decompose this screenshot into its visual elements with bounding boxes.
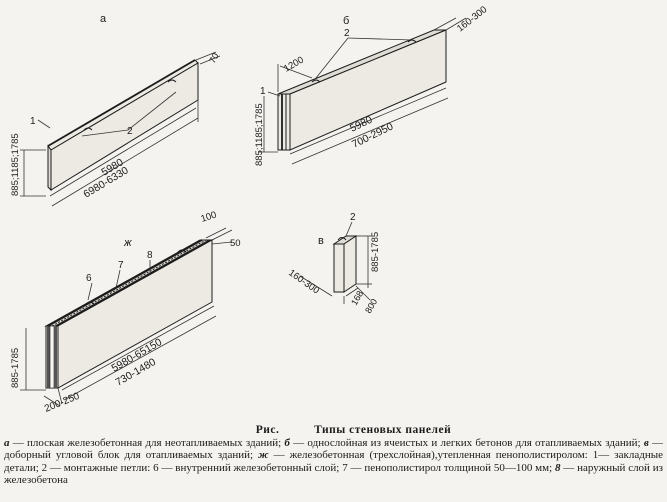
panel-zh-leader-6: 6	[86, 273, 92, 284]
panel-b-letter: б	[343, 15, 349, 27]
panel-zh-dim-50: 50	[230, 238, 241, 249]
panel-a-end	[47, 144, 52, 192]
panel-a-loop-left	[83, 127, 93, 131]
panel-zh-loop-right	[177, 249, 187, 253]
panel-a-leader-2: 2	[127, 126, 133, 137]
caption-title-text: Типы стеновых панелей	[314, 424, 452, 436]
panel-b-loop-left	[311, 79, 321, 83]
caption-item-text: — доборный угловой блок для отапливаемых…	[4, 436, 663, 462]
panel-b-drawing: б 1 2 1200 160-300 885;1185;1785 5980 70…	[254, 4, 489, 166]
panel-zh-drawing: ж 6 7 8 100 50 885-1785 5980-65150 730-1…	[10, 209, 241, 414]
panel-a-leader-1: 1	[30, 116, 36, 127]
panel-zh-dim-thickness: 200-250	[43, 391, 82, 415]
caption-item-letter: а	[4, 436, 10, 449]
panel-v-drawing: в 2 885-1785 160-300 168 800	[286, 212, 381, 315]
panel-zh-loop-left	[85, 301, 95, 305]
panel-zh-inner-layer	[47, 326, 50, 388]
panel-v-dim-800: 800	[363, 297, 379, 315]
caption-item-text: — однослойная из ячеистых и легких бетон…	[289, 436, 644, 449]
caption-body: а — плоская железобетонная для неотаплив…	[4, 437, 663, 487]
panel-b-dim-height: 885;1185;1785	[254, 103, 265, 166]
panel-v-letter: в	[318, 235, 324, 247]
caption-title: Рис. Типы стеновых панелей	[44, 424, 663, 437]
panel-v-dim-height: 885-1785	[370, 232, 381, 272]
panel-a-letter: а	[100, 13, 107, 25]
panel-v-dim-168: 168	[349, 289, 365, 307]
panel-a-dim-thickness: 70	[207, 51, 221, 65]
panel-b-leader-1: 1	[260, 86, 266, 97]
caption-item-letter: 8	[554, 461, 561, 474]
panel-v-leader-2: 2	[350, 212, 356, 223]
panel-v-loop	[337, 237, 347, 241]
panel-zh-letter: ж	[123, 237, 132, 249]
panel-v-dim-side: 160-300	[286, 267, 321, 296]
panel-v-side	[343, 235, 357, 293]
caption-item-text: — наружный слой из железобетона	[4, 461, 664, 487]
panel-types-figure: а 1 2 70 885;1185;1785 5980 6980-6330	[10, 4, 489, 415]
panel-zh-leader-8: 8	[147, 250, 153, 261]
panel-zh-insulation	[49, 325, 55, 389]
panel-zh-leader-7: 7	[118, 260, 124, 271]
panel-v-front	[333, 243, 345, 293]
caption-title-prefix: Рис.	[255, 424, 280, 436]
panel-zh-dim-100: 100	[200, 209, 218, 224]
panel-a-dim-height: 885;1185;1785	[10, 133, 21, 196]
panel-a-loop-right	[167, 79, 177, 83]
caption-item-text: — плоская железобетонная для неотапливае…	[9, 436, 285, 449]
panel-zh-outer-layer	[54, 326, 57, 388]
panel-b-leader-2: 2	[344, 28, 350, 39]
panel-zh-dim-height: 885-1785	[10, 348, 21, 388]
panel-b-end	[277, 93, 291, 151]
panel-a-drawing: а 1 2 70 885;1185;1785 5980 6980-6330	[10, 13, 221, 207]
caption-item-letter: в	[643, 436, 649, 449]
caption-item-letter: б	[284, 436, 290, 449]
figure-caption: Рис. Типы стеновых панелей а — плоская ж…	[4, 424, 663, 487]
panel-b-dim-thickness: 160-300	[455, 4, 489, 34]
caption-item-letter: ж	[258, 449, 269, 462]
caption-item-text: — железобетонная (трехслойная),утепленна…	[4, 449, 663, 474]
